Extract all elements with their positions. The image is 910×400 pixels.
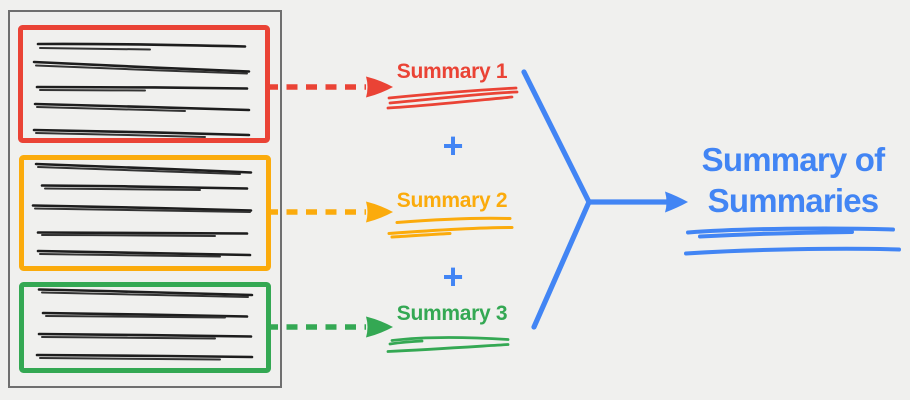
chunk-box-red [18, 25, 270, 143]
summary-scribble-orange [387, 216, 514, 239]
source-document-outline [8, 10, 282, 388]
result-title-line1: Summary of [701, 141, 886, 178]
result-title-line2: Summaries [707, 182, 880, 219]
merge-arrowhead [665, 191, 688, 213]
dashed-arrow-green [267, 316, 393, 338]
result-title: Summary of Summaries [663, 139, 910, 221]
document-border [8, 10, 282, 388]
plus-sign-1: + [442, 125, 464, 166]
summary-2-label: Summary 2 [396, 189, 508, 212]
arrowhead-green [366, 316, 393, 338]
summary-3-label: Summary 3 [396, 302, 508, 325]
plus-sign-2: + [442, 256, 464, 297]
chunk-text-scribbles-green [35, 288, 254, 361]
dashed-arrow-orange [267, 201, 393, 223]
arrowhead-orange [366, 201, 393, 223]
chunk-text-scribbles-orange [31, 162, 253, 258]
highlight-rect-red [18, 25, 270, 143]
arrowhead-red [366, 76, 393, 98]
result-underline-scribble [684, 226, 901, 256]
merge-lines [521, 69, 671, 330]
chunk-text-scribbles-red [32, 42, 251, 138]
summary-scribble-green [386, 336, 510, 353]
summary-scribble-red [386, 86, 519, 110]
dashed-arrow-red [267, 76, 393, 98]
summary-1-label: Summary 1 [396, 60, 508, 83]
